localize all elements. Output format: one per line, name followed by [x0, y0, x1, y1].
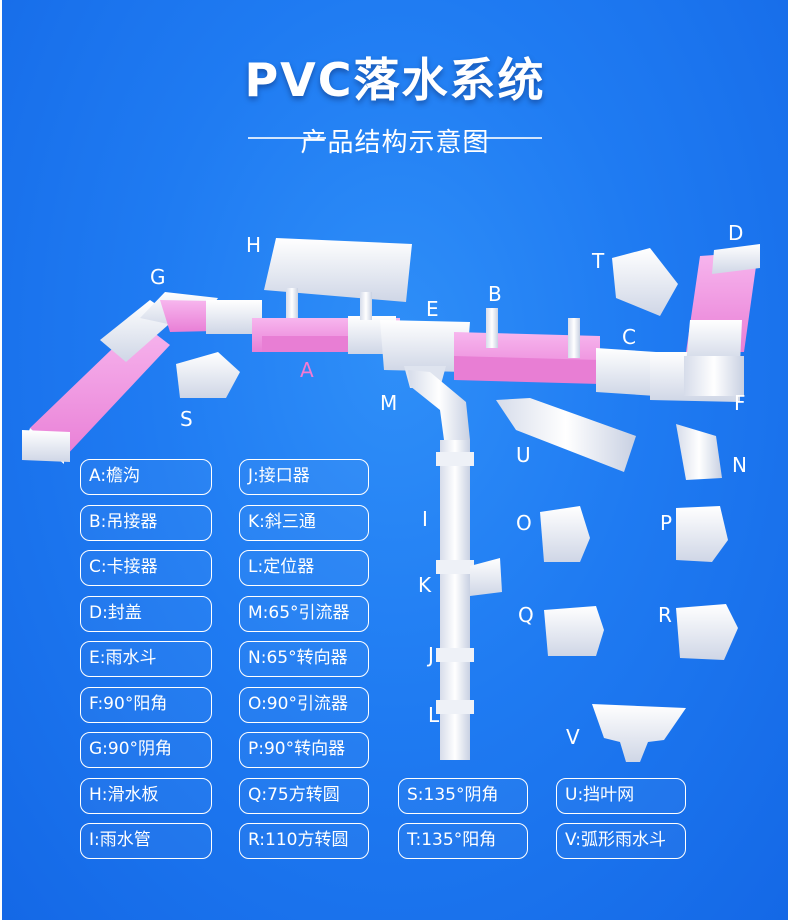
part-label-d: D: [728, 221, 743, 245]
legend-item-l: L:定位器: [239, 550, 369, 586]
leaf-guard-u: [496, 398, 636, 472]
legend-item-n: N:65°转向器: [239, 641, 369, 677]
legend-item-c: C:卡接器: [80, 550, 212, 586]
adapter-q: [544, 606, 604, 656]
legend-item-b: B:吊接器: [80, 504, 212, 541]
legend-item-t: T:135°阳角: [398, 823, 528, 859]
gutter-top-left: [160, 300, 262, 334]
clip-connector-c: [596, 348, 656, 396]
part-label-g: G: [150, 265, 166, 289]
legend-item-a: A:檐沟: [80, 459, 212, 495]
legend-item-h: H:滑水板: [80, 777, 212, 814]
part-letter-labels: A B C D E F G H I J K L M N O P Q R S T U V: [150, 221, 747, 749]
legend-item-o: O:90°引流器: [239, 686, 369, 723]
part-label-i: I: [422, 507, 428, 531]
outlet-m: [408, 370, 470, 440]
page-title: PVC落水系统: [244, 53, 546, 107]
part-label-b: B: [488, 282, 502, 306]
elbow-p: [676, 506, 728, 562]
loose-parts: [176, 248, 738, 762]
outer-corner-f: [684, 356, 744, 396]
part-label-m: M: [380, 391, 397, 415]
gutter-left-diagonal: [22, 292, 218, 464]
legend-item-m: M:65°引流器: [239, 595, 369, 632]
legend-item-e: E:雨水斗: [80, 641, 212, 677]
part-label-c: C: [622, 325, 636, 349]
part-label-j: J: [426, 643, 434, 667]
corner-s: [176, 352, 240, 398]
part-label-o: O: [516, 511, 532, 535]
legend-item-q: Q:75方转圆: [239, 777, 369, 814]
legend-item-v: V:弧形雨水斗: [556, 823, 686, 859]
part-label-a: A: [300, 358, 314, 382]
part-label-v: V: [566, 725, 580, 749]
legend-item-s: S:135°阴角: [398, 777, 528, 814]
legend-item-p: P:90°转向器: [239, 732, 369, 768]
part-label-q: Q: [518, 603, 534, 627]
legend-item-f: F:90°阳角: [80, 686, 212, 723]
subtitle-right-rule: [464, 137, 542, 139]
downpipe-i: [408, 370, 502, 760]
part-label-s: S: [180, 407, 193, 431]
part-label-l: L: [428, 703, 440, 727]
part-label-e: E: [426, 297, 439, 321]
part-label-n: N: [732, 453, 747, 477]
part-label-k: K: [418, 573, 432, 597]
page-subtitle: 产品结构示意图: [300, 128, 490, 158]
hopper-v: [592, 704, 686, 762]
y-branch-k: [470, 558, 502, 596]
elbow-n: [676, 424, 722, 480]
legend-item-d: D:封盖: [80, 595, 212, 632]
legend-item-k: K:斜三通: [239, 504, 369, 541]
legend-item-g: G:90°阴角: [80, 732, 212, 768]
gutter-right-vertical: [684, 244, 760, 396]
legend-item-j: J:接口器: [239, 459, 369, 495]
part-label-r: R: [658, 603, 672, 627]
splash-board-h: [264, 238, 412, 320]
part-label-u: U: [516, 443, 531, 467]
elbow-o: [540, 506, 590, 562]
corner-t: [612, 248, 678, 316]
part-label-p: P: [660, 511, 672, 535]
part-label-h: H: [246, 233, 261, 257]
adapter-r: [676, 604, 738, 660]
legend-item-u: U:挡叶网: [556, 777, 686, 814]
legend-item-i: I:雨水管: [80, 823, 212, 859]
end-cap-d: [712, 244, 760, 274]
subtitle-left-rule: [248, 137, 326, 139]
part-label-t: T: [591, 249, 605, 273]
legend-item-r: R:110方转圆: [239, 823, 369, 859]
part-label-f: F: [734, 391, 746, 415]
